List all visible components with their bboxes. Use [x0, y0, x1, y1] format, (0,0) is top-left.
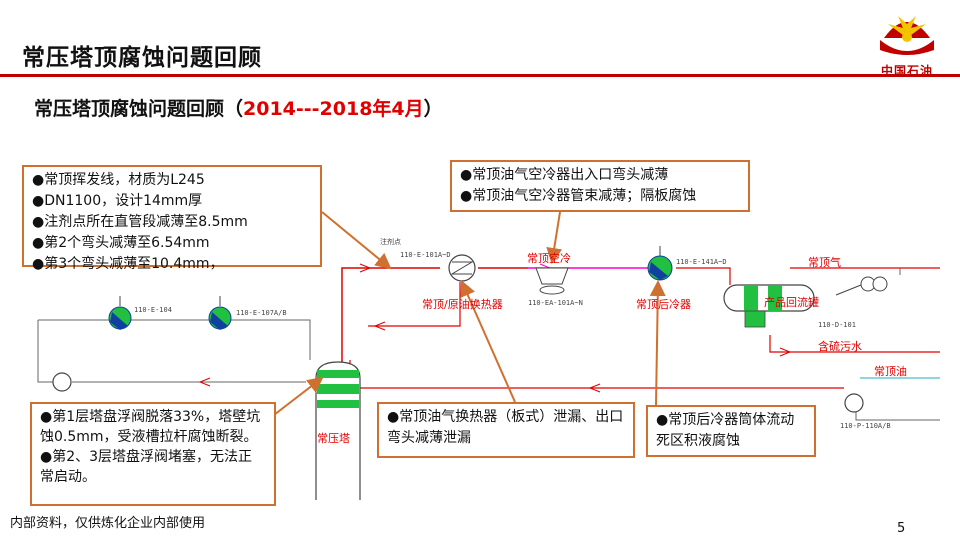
tag-e107: 110-E-107A/B — [236, 309, 287, 317]
callout-heat-exchanger: ●常顶油气换热器（板式）泄漏、出口弯头减薄泄漏 — [377, 402, 635, 458]
callout-air-cooler: ●常顶油气空冷器出入口弯头减薄 ●常顶油气空冷器管束减薄；隔板腐蚀 — [450, 160, 750, 212]
label-top-gas: 常顶气 — [808, 256, 841, 269]
arrow-tower — [269, 376, 324, 419]
subtitle-period: 2014---2018年4月 — [243, 98, 424, 120]
petrochina-logo-icon — [880, 16, 934, 55]
after-cooler — [647, 246, 673, 281]
label-top-exchanger: 常顶/原油换热器 — [422, 298, 503, 311]
exchanger-e104 — [108, 296, 132, 330]
logo-text: 中国石油 — [880, 64, 933, 78]
flow-arrow — [373, 321, 386, 331]
pump-left — [52, 372, 72, 392]
section-subtitle: 常压塔顶腐蚀问题回顾（2014---2018年4月） — [34, 94, 443, 121]
subtitle-close: ） — [423, 98, 443, 120]
callout-line: ●第2个弯头减薄至6.54mm — [32, 235, 210, 251]
atmospheric-tower — [315, 361, 361, 500]
callout-volatile-line: ●常顶挥发线，材质为L245 ●DN1100，设计14mm厚 ●注剂点所在直管段… — [22, 165, 322, 272]
exchanger-return — [368, 282, 461, 327]
flow-arrows — [198, 263, 792, 393]
line-to-tank — [676, 267, 731, 285]
callout-line: ●常顶油气换热器（板式）泄漏、出口弯头减薄泄漏 — [387, 409, 624, 446]
callout-line: ●DN1100，设计14mm厚 — [32, 193, 203, 209]
callout-line: ●第3个弯头减薄至10.4mm， — [32, 256, 224, 272]
flow-arrow — [779, 347, 792, 357]
title-divider — [0, 74, 960, 77]
callout-line: ●常顶油气空冷器出入口弯头减薄 — [460, 167, 669, 183]
label-top-oil: 常顶油 — [874, 365, 907, 378]
label-sour-water: 含硫污水 — [818, 340, 862, 353]
pump-right — [844, 393, 864, 413]
flow-arrow — [359, 263, 372, 273]
reflux-drum — [723, 284, 815, 328]
callout-line: ●第2、3层塔盘浮阀堵塞，无法正常启动。 — [40, 449, 253, 485]
flow-arrow — [198, 377, 211, 387]
callout-line: ●注剂点所在直管段减薄至8.5mm — [32, 214, 248, 230]
label-tower: 常压塔 — [317, 432, 350, 445]
exchanger-e107 — [208, 296, 232, 330]
label-air-cooler: 常顶空冷 — [527, 252, 571, 265]
tag-p110: 110-P-110A/B — [840, 422, 891, 430]
callout-line: ●常顶油气空冷器管束减薄；隔板腐蚀 — [460, 188, 697, 204]
sourwater-line — [769, 335, 940, 353]
subtitle-main: 常压塔顶腐蚀问题回顾（ — [34, 98, 244, 120]
page-title: 常压塔顶腐蚀问题回顾 — [22, 45, 262, 71]
reflux-return-line — [349, 360, 844, 389]
arrow-aftercooler — [649, 280, 666, 406]
callout-arrows — [269, 211, 666, 419]
callout-after-cooler: ●常顶后冷器筒体流动死区积液腐蚀 — [646, 405, 816, 457]
callout-line: ●常顶挥发线，材质为L245 — [32, 172, 205, 188]
tag-ea101: 110-EA-101A~N — [528, 299, 583, 307]
callout-line: ●第1层塔盘浮阀脱落33%，塔壁坑蚀0.5mm，受液槽拉杆腐蚀断裂。 — [40, 409, 261, 445]
page-number: 5 — [897, 521, 906, 536]
top-crude-exchanger — [448, 254, 476, 282]
tag-e141: 110-E-141A~D — [676, 258, 727, 266]
arrow-exchanger — [460, 280, 516, 403]
callout-line: ●常顶后冷器筒体流动死区积液腐蚀 — [656, 412, 795, 449]
label-after-cooler: 常顶后冷器 — [636, 298, 691, 311]
tag-e101: 110-E-101A~D — [400, 251, 451, 259]
circulation-loop — [37, 320, 60, 383]
confidential-note: 内部资料，仅供炼化企业内部使用 — [10, 516, 206, 531]
overhead-line — [341, 267, 440, 372]
pump-line-right — [855, 405, 940, 421]
instrument-gauges — [835, 276, 888, 296]
label-reflux-tank: 产品回流罐 — [764, 296, 819, 309]
company-logo: 中国石油 — [876, 10, 938, 78]
circulation-top — [38, 319, 311, 360]
tag-d101: 110-D-101 — [818, 321, 856, 329]
flow-arrow — [588, 383, 601, 393]
air-cooler — [535, 267, 569, 295]
arrow-aircooler — [546, 211, 563, 264]
arrow-volatile-line — [321, 211, 392, 270]
tag-injection-point: 注剂点 — [380, 238, 401, 246]
callout-tower-trays: ●第1层塔盘浮阀脱落33%，塔壁坑蚀0.5mm，受液槽拉杆腐蚀断裂。 ●第2、3… — [30, 402, 276, 506]
tag-e104: 110-E-104 — [134, 306, 172, 314]
